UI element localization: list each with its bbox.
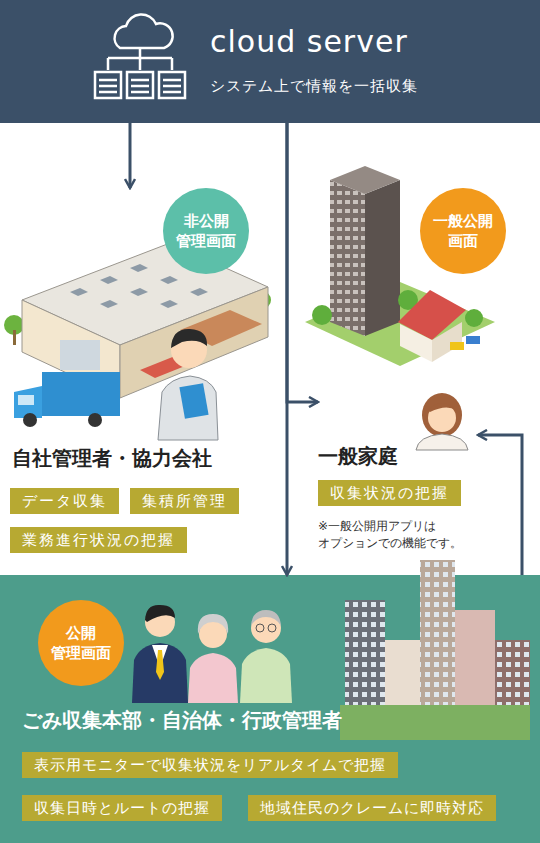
warehouse: [70, 288, 88, 296]
businessman: [156, 650, 164, 680]
screen-circle: 非公開 管理画面: [163, 188, 249, 274]
resident-woman: [428, 404, 456, 432]
node-text: 地域住民のクレームに即時対応: [260, 799, 484, 817]
businessman: [145, 605, 175, 622]
bottom-panel: [0, 575, 540, 843]
node-text: cloud server: [210, 24, 408, 60]
warehouse: [190, 288, 208, 296]
node-text: 業務進行状況の把握: [22, 531, 175, 549]
screen-circle: 公開 管理画面: [38, 600, 124, 686]
city-buildings: [420, 560, 455, 730]
garbage-truck: [18, 395, 34, 405]
group-region: 自社管理者・協力会社 非公開 管理画面データ収集 集積所管理業務進行状況の把握: [0, 188, 275, 557]
node-text: ごみ収集本部・自治体・行政管理者: [22, 708, 342, 732]
node-text: 自社管理者・協力会社: [12, 446, 212, 470]
warehouse: [130, 288, 148, 296]
garbage-truck: [42, 372, 120, 416]
warehouse: [130, 264, 148, 272]
node-text: 一般公開 画面: [428, 211, 498, 252]
elderly-man: [240, 610, 292, 703]
function-tag: 収集状況の把握: [318, 480, 461, 506]
warehouse: [160, 276, 178, 284]
top-band: [0, 0, 540, 123]
node-text: 収集日時とルートの把握: [34, 799, 210, 817]
residential-area: [330, 180, 365, 336]
resident-woman: [416, 393, 468, 450]
warehouse: [60, 340, 100, 370]
elderly-woman: [188, 653, 238, 703]
screen-circle: 一般公開 画面: [420, 188, 506, 274]
residential-area: [330, 166, 400, 194]
elderly-man: [251, 610, 281, 626]
residential-area: [330, 180, 365, 336]
elderly-man: [268, 624, 276, 632]
garbage-truck: [23, 413, 37, 427]
top-band: [0, 0, 540, 123]
residential-area: [466, 336, 480, 344]
connector-arrow: [286, 123, 289, 575]
resident-woman: [428, 403, 456, 412]
worker: [171, 329, 207, 348]
server-band: cloud server システム上で情報を一括収集: [0, 0, 540, 123]
cloud-icon: [108, 48, 172, 70]
city-buildings: [340, 705, 530, 740]
garbage-truck: [14, 372, 120, 427]
elderly-man: [240, 648, 292, 703]
residential-area: [400, 324, 432, 362]
residential-area: [365, 180, 400, 336]
city-buildings: [340, 560, 530, 740]
connector-arrow: [129, 123, 132, 188]
garbage-truck: [14, 386, 42, 418]
businessman: [132, 643, 188, 703]
function-tag: 業務進行状況の把握: [10, 527, 187, 553]
function-tag: 地域住民のクレームに即時対応: [248, 795, 496, 821]
worker: [179, 383, 208, 419]
resident-woman: [422, 393, 462, 437]
function-tag: 表示用モニターで収集状況をリアルタイムで把握: [22, 752, 398, 778]
node-text: 非公開 管理画面: [171, 211, 241, 252]
note-label: ※一般公開用アプリは オプションでの機能です。: [318, 518, 518, 552]
node-text: 集積所管理: [142, 492, 227, 510]
node-text: 収集状況の把握: [330, 484, 449, 502]
function-tag: 集積所管理: [130, 488, 239, 514]
warehouse: [70, 264, 208, 308]
panel-region: ごみ収集本部・自治体・行政管理者 公開 管理画面表示用モニターで収集状況をリアルタ…: [0, 575, 540, 843]
warehouse: [100, 300, 118, 308]
cloud-icon: [99, 80, 181, 92]
node-text: 表示用モニターで収集状況をリアルタイムで把握: [34, 756, 386, 774]
residential-area: [465, 309, 483, 327]
elderly-woman: [188, 614, 238, 703]
businessman: [132, 605, 188, 703]
bottom-panel: [0, 575, 540, 843]
cloud-icon: [115, 14, 173, 48]
worker: [158, 329, 218, 440]
city-buildings: [345, 600, 385, 710]
cloud-icon: [95, 14, 185, 98]
residential-area: [450, 342, 464, 350]
function-tag: 収集日時とルートの把握: [22, 795, 222, 821]
warehouse: [160, 300, 178, 308]
warehouse: [13, 330, 16, 345]
resident-woman: [416, 434, 468, 450]
city-buildings: [420, 560, 455, 730]
node-text: システム上で情報を一括収集: [210, 76, 418, 96]
node-text: 公開 管理画面: [46, 623, 116, 664]
node-text: データ収集: [22, 492, 107, 510]
worker: [158, 376, 218, 440]
warehouse: [100, 276, 118, 284]
node-text: 一般家庭: [318, 444, 398, 468]
elderly-man: [256, 624, 264, 632]
connector-arrow: [478, 435, 522, 575]
city-buildings: [345, 600, 385, 710]
connector-arrow: [287, 123, 318, 402]
function-tag: データ収集: [10, 488, 119, 514]
garbage-truck: [88, 413, 102, 427]
residential-area: [312, 305, 332, 325]
group-region: 一般家庭収集状況の把握: [318, 395, 478, 513]
elderly-woman: [198, 614, 228, 634]
